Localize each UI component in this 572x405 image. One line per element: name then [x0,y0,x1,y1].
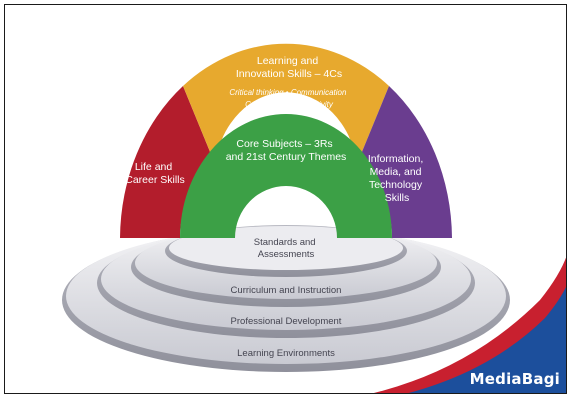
arch-core-subjects [180,114,392,238]
label-imt-line-2: Media, and [370,166,422,178]
label-core-line-2: and 21st Century Themes [226,151,347,163]
label-information-media-tech: Information, Media, and Technology Skill… [368,153,426,204]
label-4cs-line-1: Critical thinking • Communication [229,88,347,97]
label-imt-line-3: Technology [369,179,423,191]
label-core-subjects: Core Subjects – 3Rs and 21st Century The… [226,138,347,163]
label-core-line-1: Core Subjects – 3Rs [236,138,332,150]
outer-arch [120,43,452,238]
brand-swoosh [370,255,567,394]
label-life-career-line-2: Career Skills [125,174,185,186]
arch-segment-learning-innovation [183,43,389,164]
label-learning-innovation-title: Learning and Innovation Skills – 4Cs [236,55,342,80]
label-standards-assessments: Standards and Assessments [254,237,318,260]
label-4cs-list: Critical thinking • Communication Collab… [229,88,348,109]
label-learning-environments: Learning Environments [237,348,335,359]
arch-segment-life-career [120,86,215,238]
label-standards-line-1: Standards and [254,237,316,248]
label-learning-innovation-line-2: Innovation Skills – 4Cs [236,68,342,80]
label-professional-development: Professional Development [231,316,342,327]
label-curriculum-instruction: Curriculum and Instruction [231,285,342,296]
label-imt-line-1: Information, [368,153,423,165]
label-imt-line-4: Skills [385,192,410,204]
brand-swoosh-blue [405,285,567,394]
arch-segment-information-media [357,86,452,238]
label-life-career-skills: Life and Career Skills [125,161,185,186]
label-standards-line-2: Assessments [258,249,315,260]
brand-logo-text: MediaBagi [469,370,560,388]
label-learning-innovation-line-1: Learning and [257,55,318,67]
label-life-career-line-1: Life and [135,161,173,173]
image-frame [4,4,567,394]
label-4cs-line-2: Collaboration • Creativity [245,100,334,109]
